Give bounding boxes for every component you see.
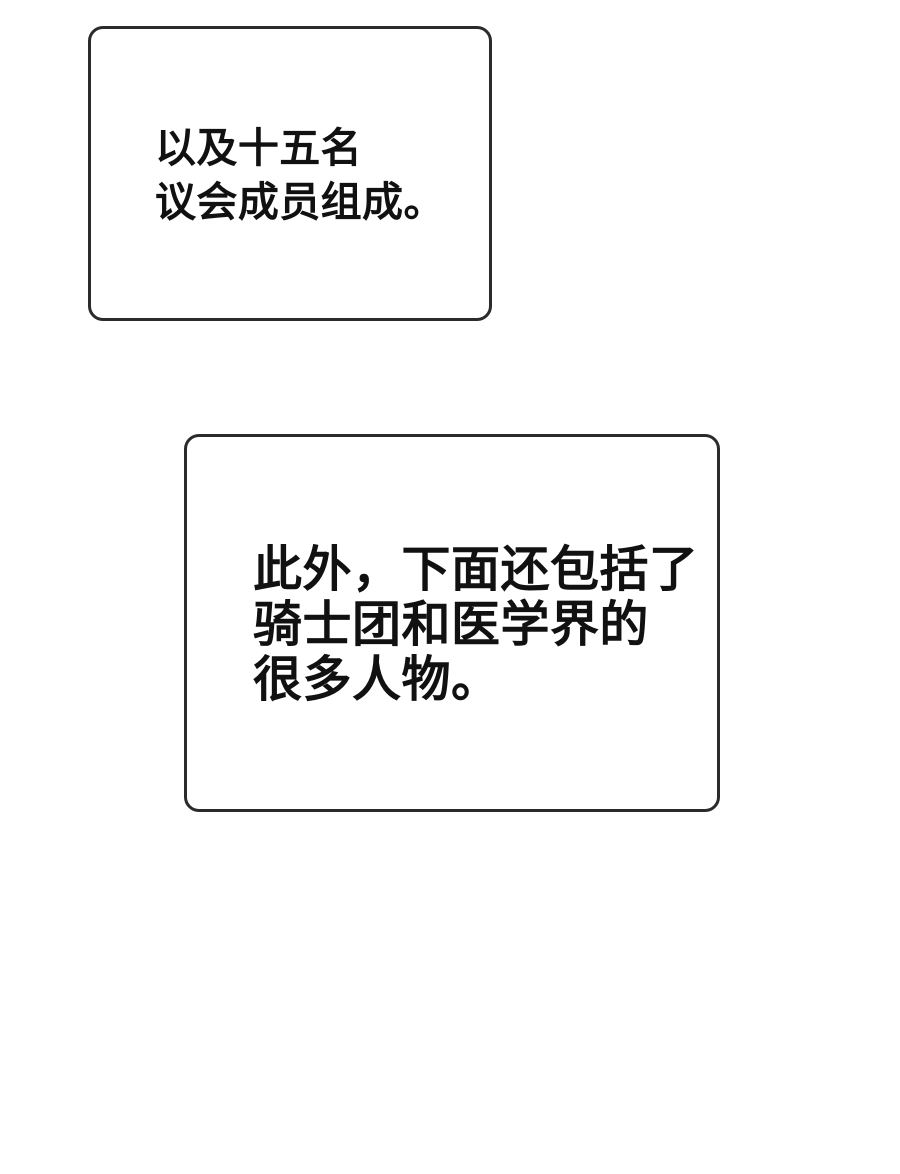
speech-bubble-2-text: 此外，下面还包括了 骑士团和医学界的 很多人物。 bbox=[253, 541, 699, 708]
speech-bubble-1-text: 以及十五名 议会成员组成。 bbox=[155, 124, 445, 226]
speech-bubble-2: 此外，下面还包括了 骑士团和医学界的 很多人物。 bbox=[184, 434, 720, 812]
speech-bubble-1: 以及十五名 议会成员组成。 bbox=[88, 26, 492, 321]
